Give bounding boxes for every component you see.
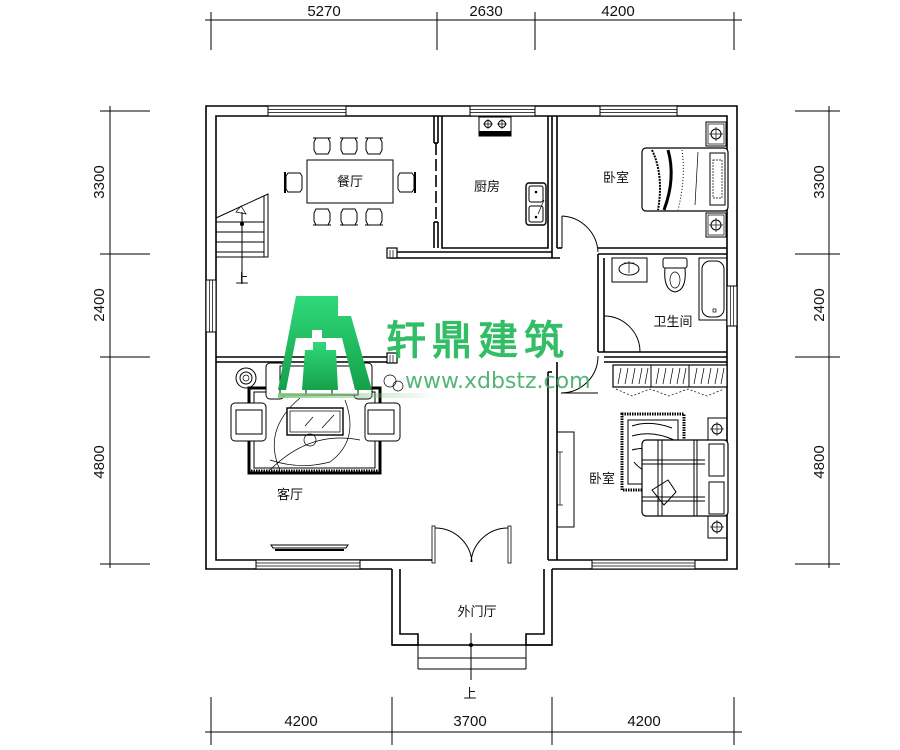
armchair-icon: [364, 402, 401, 442]
dining-table: [306, 159, 394, 204]
stair-up-label: 上: [235, 272, 248, 287]
left-dimension-line: 3300 2400 4800: [91, 106, 150, 568]
watermark-url: www.xdbstz.com: [405, 369, 591, 394]
dim-left-2: 2400: [91, 288, 108, 321]
top-dimension-line: 5270 2630 4200: [205, 3, 742, 50]
dining-chairs-bottom: [313, 208, 383, 226]
dining-chair-left: [285, 172, 303, 193]
dim-right-3: 4800: [811, 445, 828, 478]
window-living-south: [255, 559, 361, 570]
bedroom-north-furniture: 卧室: [603, 121, 729, 238]
door-bathroom: [603, 315, 641, 353]
nightstand-icon: [705, 212, 727, 238]
double-bed-icon: [641, 147, 729, 212]
room-label-living: 客厅: [277, 487, 303, 503]
dining-chair-right: [397, 172, 415, 193]
kitchen-sink-icon: [525, 182, 547, 226]
desk-icon: [556, 431, 575, 528]
dim-right-2: 2400: [811, 288, 828, 321]
bedroom-south-furniture: 卧室: [556, 364, 729, 539]
room-label-bathroom: 卫生间: [653, 315, 692, 330]
dim-top-2: 2630: [469, 3, 502, 20]
bottom-dimension-line: 4200 3700 4200: [205, 697, 742, 745]
room-label-dining: 餐厅: [337, 174, 363, 190]
double-bed-icon: [641, 439, 729, 517]
window-bedroom-north: [599, 105, 678, 117]
toilet-icon: [662, 257, 688, 293]
armchair-icon: [230, 402, 267, 442]
washbasin-icon: [611, 257, 648, 283]
dim-left-3: 4800: [91, 445, 108, 478]
door-bedroom-north: [561, 215, 599, 253]
nightstand-icon: [705, 121, 727, 147]
column: [386, 352, 398, 364]
window-kitchen-north: [469, 105, 536, 117]
dim-top-3: 4200: [601, 3, 634, 20]
doors: [431, 215, 641, 564]
window-bathroom-east: [726, 285, 738, 327]
ottoman-icon: [303, 433, 317, 447]
kitchen-fixtures: 厨房: [474, 116, 547, 226]
nightstand-icon: [707, 417, 728, 441]
coffee-table-icon: [286, 407, 344, 436]
dining-table-set: 餐厅: [284, 137, 416, 226]
brand-logo-icon: [278, 296, 438, 398]
bathroom-fixtures: 卫生间: [611, 257, 728, 330]
room-label-bedroom-south: 卧室: [589, 471, 615, 487]
room-label-bedroom-north: 卧室: [603, 170, 629, 186]
entrance-porch: 上: [391, 569, 553, 702]
dim-bottom-2: 3700: [453, 713, 486, 730]
window-west: [205, 279, 217, 333]
exterior-walls: [205, 105, 738, 570]
door-bedroom-south: [560, 355, 599, 394]
column: [386, 247, 398, 259]
nightstand-icon: [707, 515, 728, 539]
bathtub-icon: [698, 257, 728, 321]
right-dimension-line: 3300 2400 4800: [795, 106, 840, 568]
plant-icon: [383, 374, 404, 392]
staircase: 上: [215, 193, 269, 287]
floor-lamp-icon: [235, 367, 257, 389]
dim-bottom-3: 4200: [627, 713, 660, 730]
stove-icon: [478, 116, 512, 137]
dining-chairs-top: [313, 137, 383, 155]
dim-left-1: 3300: [91, 165, 108, 198]
dim-right-1: 3300: [811, 165, 828, 198]
window-bedroom-south: [591, 559, 696, 570]
tv-cabinet-icon: [270, 544, 349, 551]
wardrobe-icon: [612, 364, 728, 397]
door-main-entrance: [431, 525, 512, 564]
room-label-entrance-hall: 外门厅: [457, 605, 496, 620]
dim-bottom-1: 4200: [284, 713, 317, 730]
room-label-kitchen: 厨房: [474, 179, 500, 195]
entrance-up-label: 上: [463, 687, 476, 702]
dim-top-1: 5270: [307, 3, 340, 20]
window-dining-north: [267, 105, 347, 117]
watermark-brand: 轩鼎建筑: [386, 318, 570, 364]
living-room-furniture: 客厅: [230, 362, 404, 551]
watermark: 轩鼎建筑 www.xdbstz.com: [278, 296, 591, 398]
